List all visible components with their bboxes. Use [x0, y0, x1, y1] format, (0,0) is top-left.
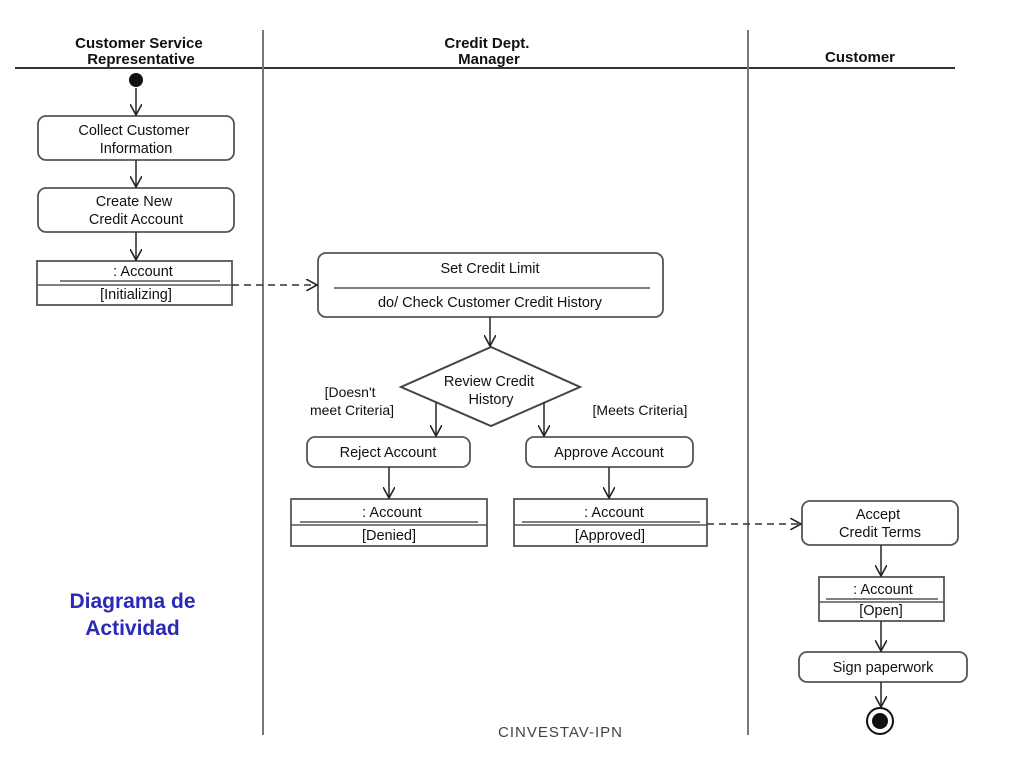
action-sign-paperwork-label: Sign paperwork [833, 660, 934, 676]
svg-text:[Doesn't meet Criteria]: [Doesn't meet Criteria] [310, 384, 394, 418]
action-set-credit-limit-do: do/ Check Customer Credit History [378, 295, 603, 311]
caption-line-2: Actividad [85, 617, 180, 640]
action-create-account-label-1: Create New [96, 194, 173, 210]
guard-doesnt-meet-2: meet Criteria] [310, 402, 394, 418]
footer-text: CINVESTAV-IPN [498, 724, 623, 741]
svg-text:Accept Credit Terms: Accept Credit Terms [839, 507, 921, 541]
object-account-approved-name: : Account [584, 505, 644, 521]
object-account-initializing [36, 260, 233, 306]
guard-doesnt-meet-1: [Doesn't [325, 384, 376, 400]
final-node-core [872, 713, 888, 729]
object-account-initializing-state: [Initializing] [100, 287, 172, 303]
object-account-approved-state: [Approved] [575, 528, 645, 544]
object-account-open-state: [Open] [859, 603, 903, 619]
action-set-credit-limit-label: Set Credit Limit [440, 261, 539, 277]
object-account-open-name: : Account [853, 582, 913, 598]
object-account-denied-state: [Denied] [362, 528, 416, 544]
action-collect-info-label-1: Collect Customer [78, 123, 189, 139]
object-account-denied-name: : Account [362, 505, 422, 521]
lane-title-customer: Customer [825, 49, 895, 66]
decision-label-1: Review Credit [444, 374, 534, 390]
lane-title-csr: Customer Service Representative [75, 35, 207, 68]
svg-text:Review Credit History: Review Credit History [444, 374, 538, 408]
decision-label-2: History [468, 392, 514, 408]
action-create-account-label-2: Credit Account [89, 212, 183, 228]
lane-title-manager: Credit Dept. Manager [444, 35, 533, 68]
decision-review-credit-history [398, 345, 583, 428]
caption-line-1: Diagrama de [69, 590, 196, 613]
action-accept-label-2: Credit Terms [839, 525, 921, 541]
svg-text:Create New Credit Account: Create New Credit Account [89, 194, 183, 228]
action-approve-account-label: Approve Account [554, 445, 664, 461]
action-sign-paperwork [798, 651, 968, 683]
action-collect-info-label-2: Information [100, 141, 173, 157]
action-reject-account-label: Reject Account [340, 445, 437, 461]
guard-meets-criteria: [Meets Criteria] [593, 402, 688, 418]
action-accept-credit-terms [801, 500, 959, 546]
diagram-caption: Diagrama de Actividad [40, 588, 225, 642]
svg-text:Collect Customer Informati: Collect Customer Information [78, 123, 193, 157]
initial-node [129, 73, 143, 87]
object-account-initializing-name: : Account [113, 264, 173, 280]
action-accept-label-1: Accept [856, 507, 900, 523]
